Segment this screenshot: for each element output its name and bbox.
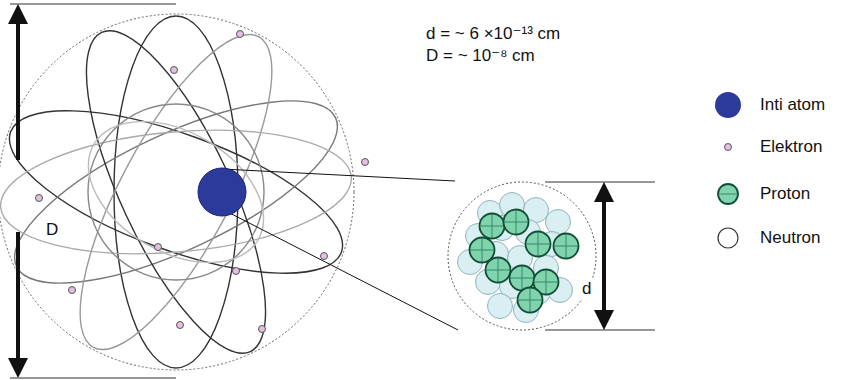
proton-mark: [522, 266, 523, 290]
electron-orbits: [0, 9, 361, 375]
legend-row: Proton: [714, 180, 810, 208]
legend-sample: [714, 180, 742, 208]
legend-text: Elektron: [760, 137, 822, 157]
proton-mark: [530, 288, 531, 312]
nucleons: [458, 193, 579, 323]
proton: [518, 288, 543, 313]
legend-symbol: [714, 224, 742, 252]
legend-sample: [714, 91, 742, 119]
legend-text: Inti atom: [760, 95, 825, 115]
dimension-label: d: [580, 279, 593, 299]
legend-swatch: [715, 92, 741, 118]
proton-mark: [538, 232, 539, 256]
proton: [504, 210, 529, 235]
dimension-arrow: [16, 232, 20, 374]
legend-row: Neutron: [714, 224, 820, 252]
electrons: [36, 31, 369, 333]
legend-text: Neutron: [760, 228, 820, 248]
proton-mark: [516, 210, 517, 234]
dimension-tick: [10, 4, 176, 5]
proton: [526, 232, 551, 257]
legend-sample: [714, 133, 742, 161]
neutron: [546, 210, 571, 235]
proton: [554, 234, 579, 259]
proton-mark: [566, 234, 567, 258]
nucleus: [198, 168, 246, 216]
legend-text: Proton: [760, 184, 810, 204]
nucleus-zoom: [448, 182, 596, 330]
proton-mark: [546, 270, 547, 294]
dimension-arrow: [602, 245, 606, 326]
legend-row: Inti atom: [714, 91, 825, 119]
proton: [486, 258, 511, 283]
zoom-line: [222, 169, 455, 181]
dimension-arrow: [16, 8, 20, 160]
dimension-label: D: [44, 220, 60, 240]
proton-mark: [498, 258, 499, 282]
dimension-tick: [545, 182, 655, 183]
legend-sample: [714, 224, 742, 252]
legend-symbol: [714, 133, 742, 161]
legend-symbol: [714, 180, 742, 208]
proton-mark: [492, 214, 493, 238]
proton-mark: [482, 238, 483, 262]
dimension-tick: [545, 330, 655, 331]
dimension-tick: [10, 378, 176, 379]
neutron: [488, 294, 513, 319]
proton: [480, 214, 505, 239]
dimension-text: d = ~ 6 ×10⁻¹³ cm: [426, 24, 560, 44]
dimension-arrow: [602, 186, 606, 245]
legend-row: Elektron: [714, 133, 822, 161]
zoom-line: [218, 207, 458, 330]
dimension-text: D = ~ 10⁻⁸ cm: [426, 46, 535, 66]
